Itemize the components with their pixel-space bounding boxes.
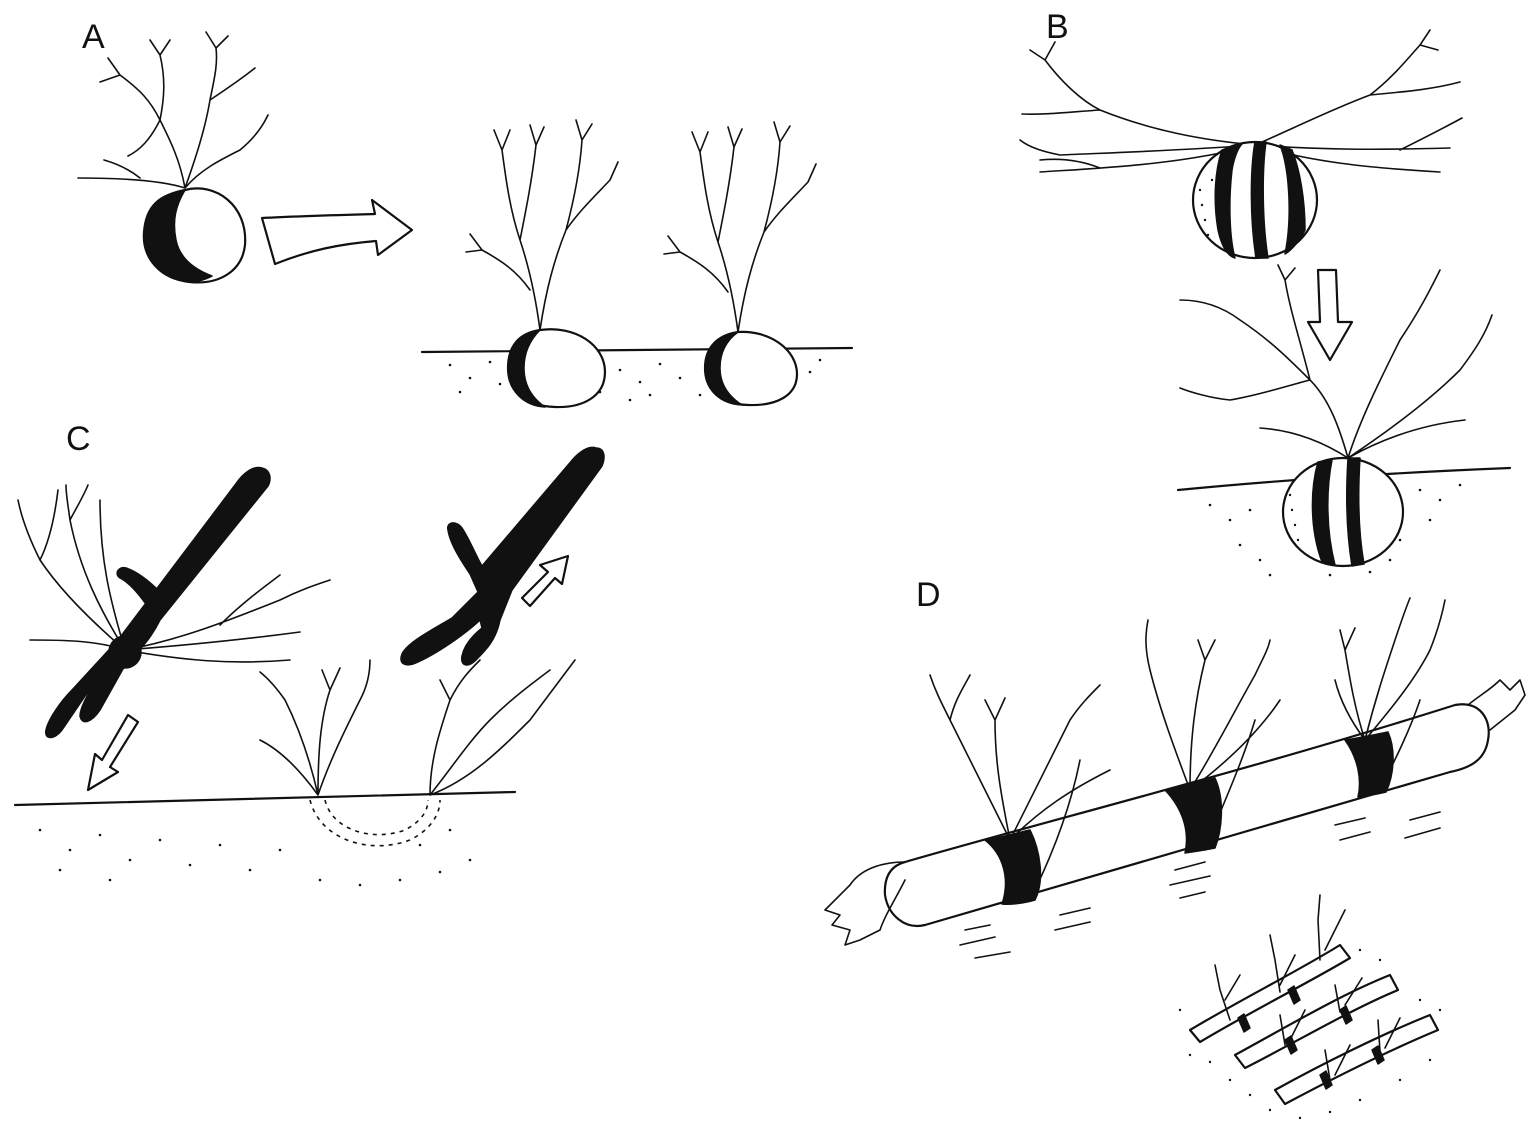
panel-c: C [15, 420, 604, 886]
panel-b: B [1020, 8, 1510, 576]
rhizome-d [825, 680, 1525, 945]
arrow-right-a [262, 200, 412, 264]
arrow-down-c [88, 715, 138, 790]
panel-d: D [825, 576, 1525, 1119]
panel-label-a: A [82, 18, 105, 56]
buried-tuber-c [310, 800, 440, 846]
tuber-a-planted-2 [664, 122, 816, 405]
soil-dots-c [39, 829, 472, 887]
panel-label-b: B [1046, 8, 1069, 46]
tuber-a-single [78, 32, 268, 282]
panel-label-c: C [66, 420, 91, 458]
planted-shoots-c [260, 660, 575, 795]
panel-label-d: D [916, 576, 941, 614]
tuber-a-planted-1 [466, 120, 618, 407]
ground-line-c [15, 792, 515, 805]
arrow-down-b [1308, 270, 1352, 360]
panel-a: A [78, 18, 852, 407]
fork-tuber-c-right [401, 447, 604, 664]
tuber-b-single [1020, 30, 1462, 258]
planted-rows-d [1179, 895, 1441, 1119]
